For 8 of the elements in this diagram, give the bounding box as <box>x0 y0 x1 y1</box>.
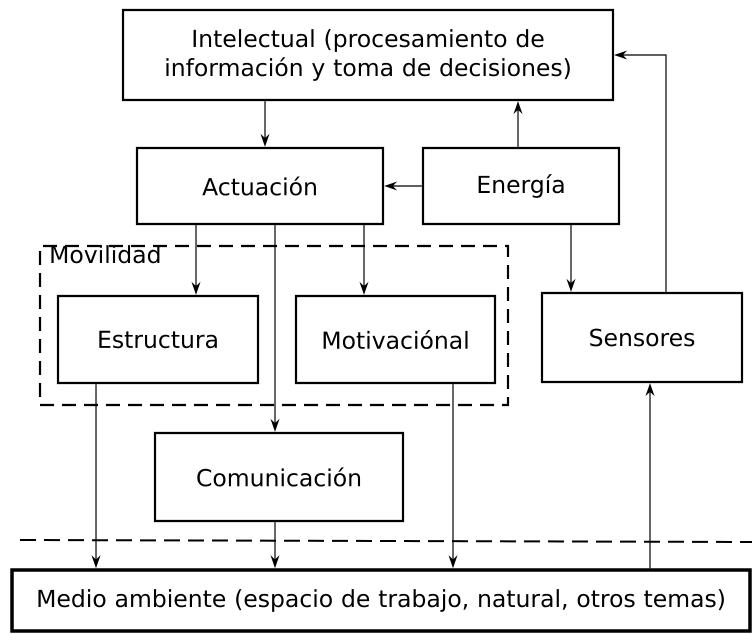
process-box: Motivaciónal <box>294 294 496 384</box>
process-box: Energía <box>422 146 620 226</box>
process-box: Estructura <box>56 294 260 384</box>
process-box: Intelectual (procesamiento de información y toma de decisiones) <box>122 8 614 102</box>
environment-box: Medio ambiente (espacio de trabajo, natural, otros temas) <box>10 568 752 633</box>
process-box: Actuación <box>136 146 384 226</box>
process-box: Sensores <box>540 292 744 384</box>
process-box: Comunicación <box>154 432 404 522</box>
